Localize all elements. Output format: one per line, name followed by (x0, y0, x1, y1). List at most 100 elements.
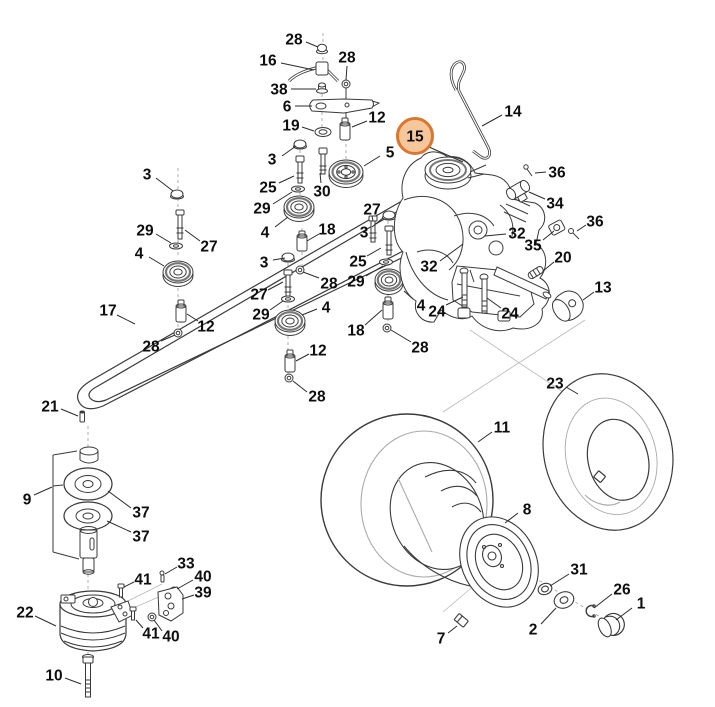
callout-28[interactable]: 28 (320, 276, 338, 293)
leader-line (534, 171, 547, 174)
callout-36[interactable]: 36 (586, 214, 604, 231)
leader-line (184, 229, 201, 242)
callout-14[interactable]: 14 (504, 104, 522, 121)
callout-12[interactable]: 12 (309, 343, 326, 360)
callout-6[interactable]: 6 (283, 99, 292, 116)
leader-line (135, 619, 144, 629)
callout-39[interactable]: 39 (194, 585, 212, 602)
callout-2[interactable]: 2 (529, 622, 538, 639)
callout-3[interactable]: 3 (143, 167, 152, 184)
callout-1[interactable]: 1 (637, 596, 646, 613)
callout-3[interactable]: 3 (360, 225, 369, 242)
callout-40[interactable]: 40 (162, 629, 179, 646)
callout-23[interactable]: 23 (546, 376, 564, 393)
leader-line (272, 191, 293, 205)
callout-28[interactable]: 28 (308, 389, 326, 406)
callout-31[interactable]: 31 (570, 562, 588, 579)
leader-line (371, 215, 374, 222)
leader-line (116, 314, 136, 325)
leader-line (481, 114, 503, 127)
pulley-4-left (162, 260, 194, 287)
leader-line (123, 581, 135, 588)
callout-25[interactable]: 25 (349, 254, 367, 271)
leader-line (292, 380, 308, 393)
callout-11[interactable]: 11 (494, 420, 511, 437)
callout-15[interactable]: 15 (406, 129, 424, 146)
callout-4[interactable]: 4 (417, 298, 426, 315)
callout-28[interactable]: 28 (142, 339, 160, 356)
leader-line (33, 486, 53, 496)
leader-line (542, 261, 555, 272)
leader-line (365, 265, 384, 277)
callout-30[interactable]: 30 (313, 184, 330, 201)
callout-26[interactable]: 26 (613, 582, 631, 599)
callout-27[interactable]: 27 (363, 202, 380, 219)
leader-line (186, 313, 199, 322)
callout-29[interactable]: 29 (253, 201, 271, 218)
leader-line (447, 625, 458, 634)
callout-27[interactable]: 27 (250, 287, 267, 304)
callout-3[interactable]: 3 (268, 152, 277, 169)
callout-5[interactable]: 5 (386, 145, 395, 162)
callout-8[interactable]: 8 (523, 502, 532, 519)
callout-9[interactable]: 9 (23, 492, 32, 509)
leader-line (484, 233, 507, 237)
callout-18[interactable]: 18 (347, 323, 365, 340)
callout-36[interactable]: 36 (548, 165, 566, 182)
callout-22[interactable]: 22 (16, 605, 33, 622)
leader-line (181, 594, 195, 600)
leader-line (295, 353, 310, 362)
rear-wheel-assembly (320, 413, 539, 608)
callout-24[interactable]: 24 (428, 304, 446, 321)
callout-27[interactable]: 27 (200, 239, 217, 256)
callout-4[interactable]: 4 (135, 246, 144, 263)
leader-line (306, 233, 320, 242)
callout-4[interactable]: 4 (261, 225, 270, 242)
callout-34[interactable]: 34 (546, 196, 564, 213)
callout-19[interactable]: 19 (282, 118, 300, 135)
callout-33[interactable]: 33 (177, 556, 195, 573)
callout-41[interactable]: 41 (134, 572, 152, 589)
callout-29[interactable]: 29 (136, 223, 154, 240)
callout-18[interactable]: 18 (318, 222, 336, 239)
callout-25[interactable]: 25 (259, 180, 277, 197)
callout-12[interactable]: 12 (197, 319, 214, 336)
pulley-4-right (374, 268, 404, 295)
callout-32[interactable]: 32 (508, 226, 525, 243)
callout-16[interactable]: 16 (259, 53, 277, 70)
callout-32[interactable]: 32 (420, 259, 437, 276)
leader-line (107, 490, 132, 509)
callout-4[interactable]: 4 (322, 300, 331, 317)
callout-28[interactable]: 28 (285, 32, 303, 49)
callout-28[interactable]: 28 (338, 50, 356, 67)
callout-38[interactable]: 38 (270, 82, 288, 99)
callout-13[interactable]: 13 (594, 280, 612, 297)
callout-28[interactable]: 28 (411, 340, 429, 357)
callout-20[interactable]: 20 (554, 250, 571, 267)
leader-line (176, 579, 194, 590)
leader-line (160, 334, 176, 342)
callout-35[interactable]: 35 (524, 238, 542, 255)
callout-7[interactable]: 7 (437, 631, 446, 648)
callout-21[interactable]: 21 (41, 399, 59, 416)
leader-line (593, 593, 613, 609)
callout-17[interactable]: 17 (99, 303, 116, 320)
pulley-5 (328, 159, 364, 188)
callout-29[interactable]: 29 (347, 274, 365, 291)
callout-3[interactable]: 3 (260, 255, 269, 272)
callout-37[interactable]: 37 (132, 529, 149, 546)
callout-24[interactable]: 24 (501, 306, 519, 323)
callout-10[interactable]: 10 (45, 668, 62, 685)
leader-line (576, 224, 587, 232)
callout-12[interactable]: 12 (368, 110, 385, 127)
leader-line (280, 62, 315, 71)
idler-hardware (169, 189, 485, 383)
leader-line (504, 512, 519, 524)
leader-line (64, 677, 82, 685)
callout-41[interactable]: 41 (142, 626, 160, 643)
leader-line (153, 619, 163, 632)
callout-40[interactable]: 40 (194, 569, 211, 586)
callout-29[interactable]: 29 (252, 307, 270, 324)
leader-line (445, 296, 464, 306)
callout-37[interactable]: 37 (132, 505, 149, 522)
